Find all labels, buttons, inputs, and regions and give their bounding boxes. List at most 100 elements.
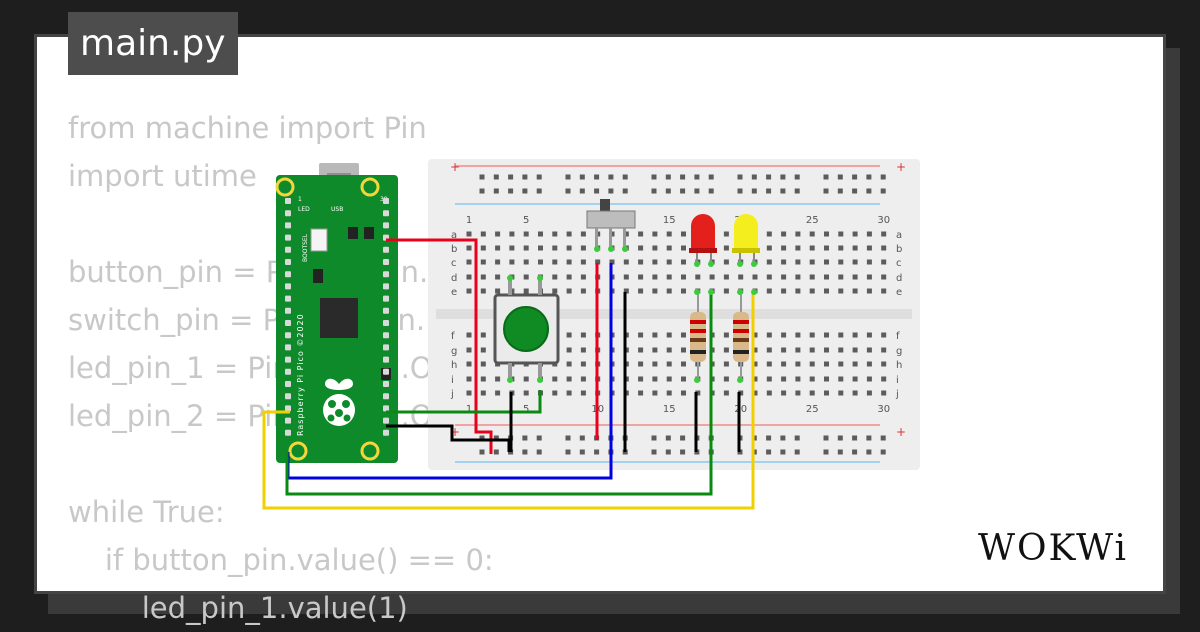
switch-knob[interactable]: [600, 199, 610, 212]
breadboard-hole[interactable]: [766, 361, 772, 367]
pico-pin[interactable]: [383, 295, 389, 302]
breadboard-hole[interactable]: [566, 274, 572, 280]
breadboard-hole[interactable]: [809, 259, 815, 265]
breadboard-hole[interactable]: [652, 332, 658, 338]
breadboard-hole[interactable]: [866, 274, 872, 280]
breadboard-hole[interactable]: [638, 259, 644, 265]
breadboard-hole[interactable]: [638, 274, 644, 280]
pico-pin[interactable]: [285, 368, 291, 375]
pico-pin[interactable]: [383, 222, 389, 229]
breadboard-hole[interactable]: [666, 376, 672, 382]
pico-pin[interactable]: [285, 295, 291, 302]
breadboard-hole[interactable]: [766, 188, 772, 194]
breadboard-hole[interactable]: [809, 376, 815, 382]
pico-pin[interactable]: [285, 332, 291, 339]
breadboard-hole[interactable]: [838, 347, 844, 353]
breadboard-hole[interactable]: [852, 347, 858, 353]
pico-pin[interactable]: [285, 307, 291, 314]
breadboard-hole[interactable]: [608, 188, 614, 194]
breadboard-hole[interactable]: [866, 231, 872, 237]
breadboard-hole[interactable]: [766, 435, 772, 441]
breadboard-hole[interactable]: [479, 174, 485, 180]
breadboard-hole[interactable]: [666, 332, 672, 338]
breadboard-hole[interactable]: [781, 347, 787, 353]
breadboard-hole[interactable]: [579, 435, 585, 441]
breadboard-hole[interactable]: [766, 288, 772, 294]
breadboard-hole[interactable]: [766, 376, 772, 382]
breadboard-hole[interactable]: [523, 259, 529, 265]
breadboard-hole[interactable]: [580, 259, 586, 265]
breadboard-hole[interactable]: [852, 449, 858, 455]
breadboard-hole[interactable]: [795, 376, 801, 382]
breadboard-hole[interactable]: [852, 332, 858, 338]
breadboard-hole[interactable]: [594, 188, 600, 194]
breadboard-hole[interactable]: [523, 274, 529, 280]
bootsel-button[interactable]: [310, 228, 328, 252]
breadboard-hole[interactable]: [694, 174, 700, 180]
pico-pin[interactable]: [285, 198, 291, 204]
breadboard-hole[interactable]: [880, 449, 886, 455]
breadboard-hole[interactable]: [666, 231, 672, 237]
wires[interactable]: [262, 238, 755, 510]
pico-pin[interactable]: [285, 246, 291, 253]
breadboard-hole[interactable]: [795, 390, 801, 396]
breadboard-hole[interactable]: [824, 390, 829, 396]
wire-yellow-led[interactable]: [262, 292, 755, 510]
breadboard-hole[interactable]: [552, 245, 558, 251]
breadboard-hole[interactable]: [552, 259, 558, 265]
wire-black-gnd[interactable]: [386, 424, 511, 452]
breadboard-hole[interactable]: [723, 231, 729, 237]
breadboard-hole[interactable]: [681, 288, 686, 294]
pico-pin[interactable]: [383, 368, 389, 375]
pico-pin[interactable]: [285, 234, 291, 241]
breadboard-hole[interactable]: [522, 449, 528, 455]
pico-pin[interactable]: [285, 210, 291, 217]
pico-pin[interactable]: [383, 198, 389, 204]
breadboard-hole[interactable]: [781, 390, 787, 396]
breadboard-hole[interactable]: [681, 259, 686, 265]
breadboard-hole[interactable]: [552, 376, 558, 382]
breadboard-hole[interactable]: [837, 174, 843, 180]
breadboard-hole[interactable]: [737, 188, 743, 194]
breadboard-hole[interactable]: [751, 188, 757, 194]
breadboard-hole[interactable]: [823, 174, 829, 180]
breadboard-hole[interactable]: [523, 376, 529, 382]
wire-green-led[interactable]: [285, 292, 713, 496]
breadboard-hole[interactable]: [580, 231, 586, 237]
breadboard-hole[interactable]: [666, 347, 672, 353]
breadboard-hole[interactable]: [495, 390, 501, 396]
breadboard-hole[interactable]: [838, 332, 844, 338]
breadboard-hole[interactable]: [794, 174, 800, 180]
breadboard-hole[interactable]: [552, 390, 558, 396]
breadboard-hole[interactable]: [766, 259, 772, 265]
breadboard-hole[interactable]: [824, 332, 829, 338]
breadboard-hole[interactable]: [565, 174, 571, 180]
breadboard-hole[interactable]: [723, 347, 729, 353]
breadboard-hole[interactable]: [652, 347, 658, 353]
breadboard-hole[interactable]: [509, 231, 515, 237]
breadboard-hole[interactable]: [681, 274, 686, 280]
breadboard-hole[interactable]: [652, 231, 658, 237]
breadboard-hole[interactable]: [781, 332, 787, 338]
breadboard-hole[interactable]: [824, 361, 829, 367]
breadboard-hole[interactable]: [838, 274, 844, 280]
breadboard-hole[interactable]: [638, 245, 644, 251]
breadboard-hole[interactable]: [752, 332, 758, 338]
breadboard-hole[interactable]: [523, 390, 529, 396]
breadboard-hole[interactable]: [466, 259, 472, 265]
pico-pin[interactable]: [285, 381, 291, 387]
breadboard-hole[interactable]: [538, 245, 543, 251]
pico-pin[interactable]: [383, 271, 389, 278]
breadboard-hole[interactable]: [795, 361, 801, 367]
breadboard-hole[interactable]: [880, 174, 886, 180]
breadboard-hole[interactable]: [824, 288, 829, 294]
breadboard-hole[interactable]: [681, 376, 686, 382]
breadboard-hole[interactable]: [809, 274, 815, 280]
breadboard-hole[interactable]: [766, 174, 772, 180]
breadboard-hole[interactable]: [780, 174, 786, 180]
breadboard-hole[interactable]: [881, 361, 887, 367]
breadboard-hole[interactable]: [566, 231, 572, 237]
breadboard-hole[interactable]: [495, 274, 501, 280]
breadboard-hole[interactable]: [823, 188, 829, 194]
breadboard-hole[interactable]: [480, 245, 486, 251]
